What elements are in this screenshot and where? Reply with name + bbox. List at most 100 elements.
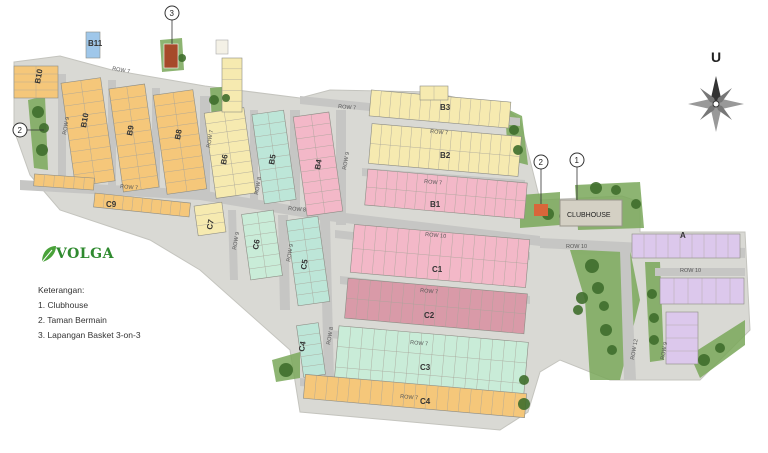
label-a: A [680,231,686,240]
road-label-row7-i: ROW 7 [206,130,215,149]
label-b2: B2 [440,151,451,160]
road-label-row8-b: ROW 8 [254,177,263,196]
label-b1: B1 [430,200,441,209]
label-c9: C9 [106,200,117,209]
label-b4: B4 [313,158,324,170]
tree-icon [576,292,588,304]
block-b3 [368,89,512,129]
label-b11: B11 [88,39,103,48]
tree-icon [518,398,530,410]
block-c5 [285,215,331,307]
tree-icon [509,125,519,135]
label-c4: C4 [297,340,308,352]
tree-icon [715,343,725,353]
svg-text:3: 3 [170,9,175,18]
tree-icon [222,94,230,102]
block-c7 [193,201,227,237]
tree-icon [519,375,529,385]
block-c9 [93,192,191,218]
road-label-row9-e: ROW 9 [660,342,669,361]
tree-icon [607,345,617,355]
tree-icon [209,95,219,105]
label-b3: B3 [440,103,451,112]
tree-icon [590,182,602,194]
lot-blocks [13,31,745,418]
tree-icon [585,259,599,273]
volga-logo: VOLGA [36,240,120,270]
tree-icon [698,354,710,366]
tree-icon [592,282,604,294]
tree-icon [611,185,621,195]
road-label-row10-c: ROW 10 [680,268,701,274]
block-b5 [251,109,297,205]
legend-item-2: 2. Taman Bermain [38,315,107,325]
road-label-row7-a: ROW 7 [112,66,131,75]
block-b1 [364,168,528,220]
compass-rose: U [688,49,744,132]
clubhouse-label: CLUBHOUSE [567,212,611,219]
label-c5: C5 [299,258,310,270]
basketball-court [163,43,179,69]
block-a [631,233,741,259]
tree-icon [39,123,49,133]
road-label-row9-d: ROW 9 [286,244,295,263]
block-c1 [349,224,531,288]
block-c9-strip [33,173,95,191]
block-c2 [344,277,528,335]
label-b10b: B10 [79,112,91,129]
road-label-row7-b: ROW 7 [338,104,356,112]
road-label-row7-h: ROW 7 [400,394,418,402]
marker-1: 1 [569,152,585,200]
road-label-row10-b: ROW 10 [566,244,587,250]
road-labels: ROW 7 ROW 7 ROW 7 ROW 7 ROW 7 ROW 7 ROW … [62,66,701,402]
block-b8 [152,89,208,195]
playground-east [534,204,548,216]
block-b7 [221,57,243,113]
tree-icon [599,301,609,311]
label-b10: B10 [33,68,45,85]
road-label-row7-d: ROW 7 [424,179,442,187]
tree-icon [573,305,583,315]
tree-icon [647,289,657,299]
tree-icon [178,54,186,62]
label-c1: C1 [432,265,443,274]
road-label-row7-f: ROW 7 [420,288,438,296]
marker-2-east: 2 [533,154,549,204]
label-c4-south: C4 [420,397,431,406]
tree-icon [649,335,659,345]
road-label-row9-c: ROW 9 [232,232,241,251]
label-c2: C2 [424,311,435,320]
block-labels: B11 B10 B10 B9 B8 B6 B5 B4 B3 B2 B1 C9 C… [33,39,686,406]
label-c3: C3 [420,363,431,372]
leaf-icon [41,246,56,263]
tree-icon [513,145,523,155]
label-b8: B8 [173,128,184,140]
tree-icon [32,106,44,118]
legend: Keterangan: 1. Clubhouse 2. Taman Bermai… [38,283,141,343]
legend-title: Keterangan: [38,285,85,295]
block-a-south [665,311,699,365]
block-b3-annex [419,85,449,101]
tree-icon [649,313,659,323]
compass-north-label: U [711,49,721,65]
tree-icon [36,144,48,156]
tree-icon [631,199,641,209]
legend-item-3: 3. Lapangan Basket 3-on-3 [38,330,141,340]
block-b4 [292,111,344,217]
road-label-row7-e: ROW 7 [120,184,138,192]
legend-item-1: 1. Clubhouse [38,300,89,310]
svg-text:2: 2 [18,126,23,135]
road-label-row8-a: ROW 8 [288,206,306,214]
label-c7: C7 [205,218,216,230]
block-b11-west [13,65,59,99]
block-b2 [368,123,522,177]
road-label-row8-c: ROW 8 [326,327,335,346]
tree-icon [600,324,612,336]
tree-icon [279,363,293,377]
marker-2-west: 2 [12,122,44,138]
block-b10 [60,77,116,187]
block-c6 [241,209,283,281]
road-label-row7-c: ROW 7 [430,129,448,137]
